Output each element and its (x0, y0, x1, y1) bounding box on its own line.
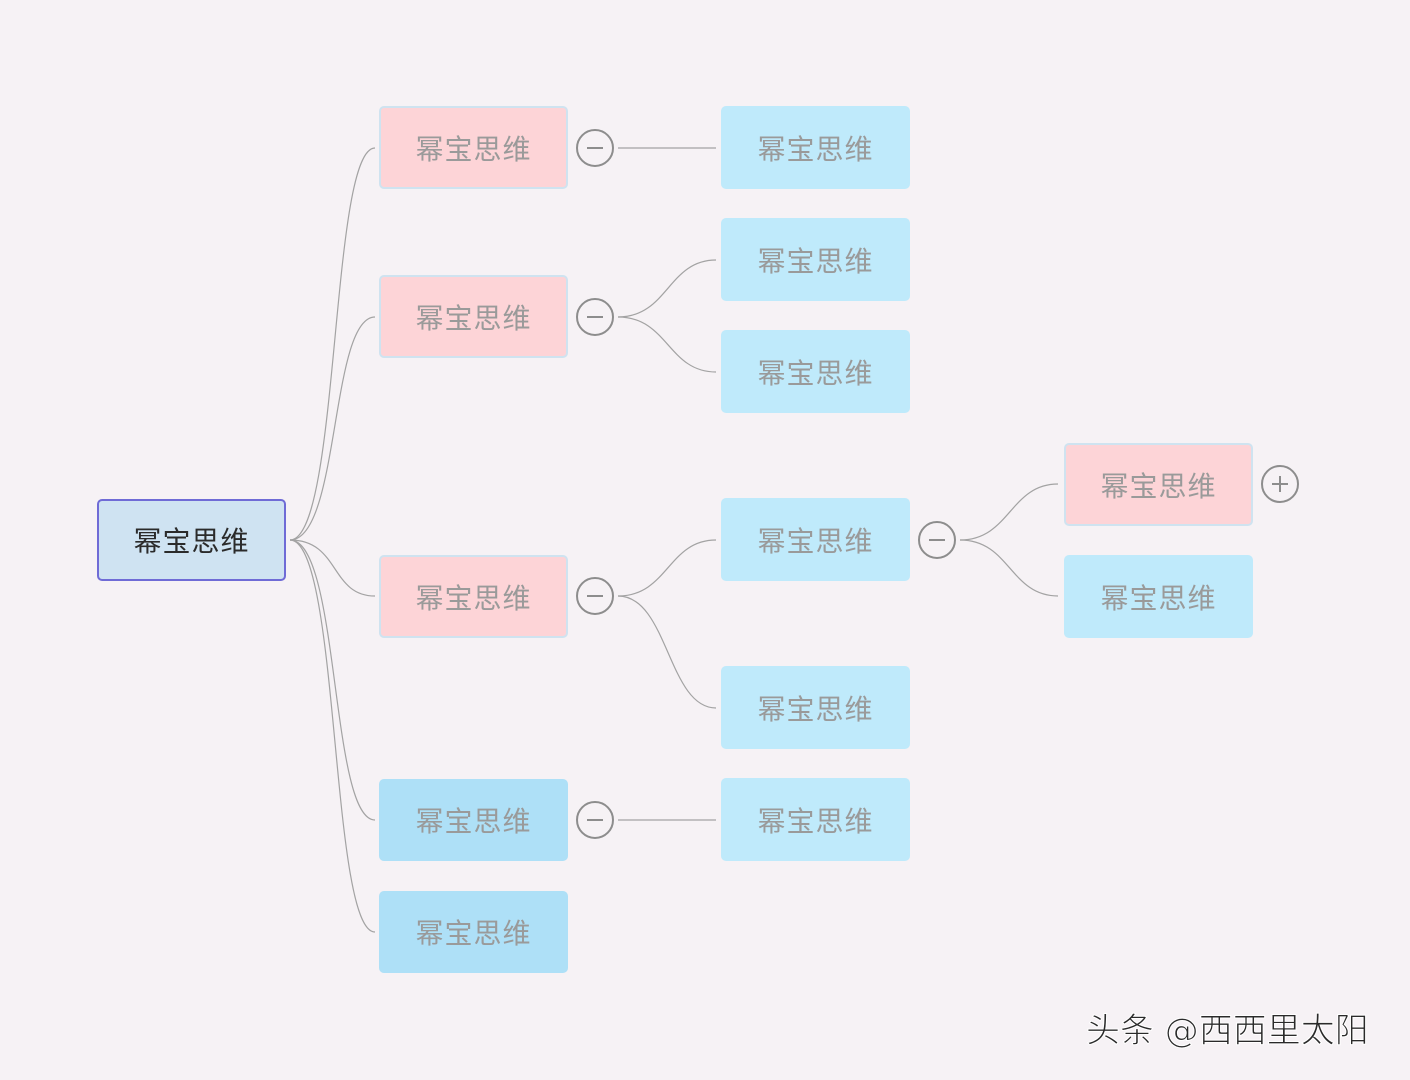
collapse-toggle-branch-4[interactable] (576, 801, 614, 839)
connector-subbranch-child-2 (959, 539, 1059, 597)
branch-node-3[interactable]: 幂宝思维 (379, 555, 568, 638)
branch-node-label: 幂宝思维 (415, 581, 532, 615)
branch-node-label: 幂宝思维 (415, 805, 532, 838)
collapse-toggle-branch-3[interactable] (576, 577, 614, 615)
grandchild-node-label: 幂宝思维 (1100, 581, 1217, 615)
connector-root-branch-2 (289, 316, 376, 541)
child-node[interactable]: 幂宝思维 (721, 666, 910, 749)
child-node-label: 幂宝思维 (757, 244, 874, 278)
connector-subbranch-child-1 (959, 483, 1059, 541)
collapse-toggle-branch-1[interactable] (576, 129, 614, 167)
plus-circle-icon (1272, 476, 1288, 492)
connector-branch-2-child-2 (617, 316, 717, 373)
connector-root-branch-3 (289, 539, 376, 597)
minus-circle-icon (587, 316, 603, 318)
branch-node-5[interactable]: 幂宝思维 (379, 891, 568, 973)
connector-root-branch-4 (289, 539, 376, 821)
connector-root-branch-5 (289, 539, 376, 933)
child-node[interactable]: 幂宝思维 (721, 778, 910, 861)
root-node[interactable]: 幂宝思维 (97, 499, 286, 581)
minus-circle-icon (929, 539, 945, 541)
child-node-label: 幂宝思维 (757, 524, 874, 558)
collapse-toggle-branch-2[interactable] (576, 298, 614, 336)
root-node-label: 幂宝思维 (133, 525, 250, 558)
minus-circle-icon (587, 595, 603, 597)
minus-circle-icon (587, 147, 603, 149)
connector-branch-3-child-1 (617, 539, 717, 597)
child-node[interactable]: 幂宝思维 (721, 106, 910, 189)
grandchild-node[interactable]: 幂宝思维 (1064, 443, 1253, 526)
branch-node-label: 幂宝思维 (415, 301, 532, 335)
expand-toggle-grandchild[interactable] (1261, 465, 1299, 503)
minus-circle-icon (587, 819, 603, 821)
connector-root-branch-1 (289, 147, 376, 541)
branch-node-4[interactable]: 幂宝思维 (379, 779, 568, 861)
child-node-label: 幂宝思维 (757, 804, 874, 838)
branch-node-1[interactable]: 幂宝思维 (379, 106, 568, 189)
connector-branch-2-child-1 (617, 259, 717, 318)
collapse-toggle-subbranch[interactable] (918, 521, 956, 559)
child-node-label: 幂宝思维 (757, 132, 874, 166)
branch-node-2[interactable]: 幂宝思维 (379, 275, 568, 358)
child-node[interactable]: 幂宝思维 (721, 218, 910, 301)
child-node-label: 幂宝思维 (757, 692, 874, 726)
branch-node-label: 幂宝思维 (415, 132, 532, 166)
grandchild-node[interactable]: 幂宝思维 (1064, 555, 1253, 638)
grandchild-node-label: 幂宝思维 (1100, 469, 1217, 503)
child-node-label: 幂宝思维 (757, 356, 874, 390)
watermark-text: 头条 @西西里太阳 (1086, 1011, 1370, 1052)
child-node[interactable]: 幂宝思维 (721, 498, 910, 581)
branch-node-label: 幂宝思维 (415, 917, 532, 950)
connector-branch-3-child-2 (617, 595, 717, 709)
child-node[interactable]: 幂宝思维 (721, 330, 910, 413)
